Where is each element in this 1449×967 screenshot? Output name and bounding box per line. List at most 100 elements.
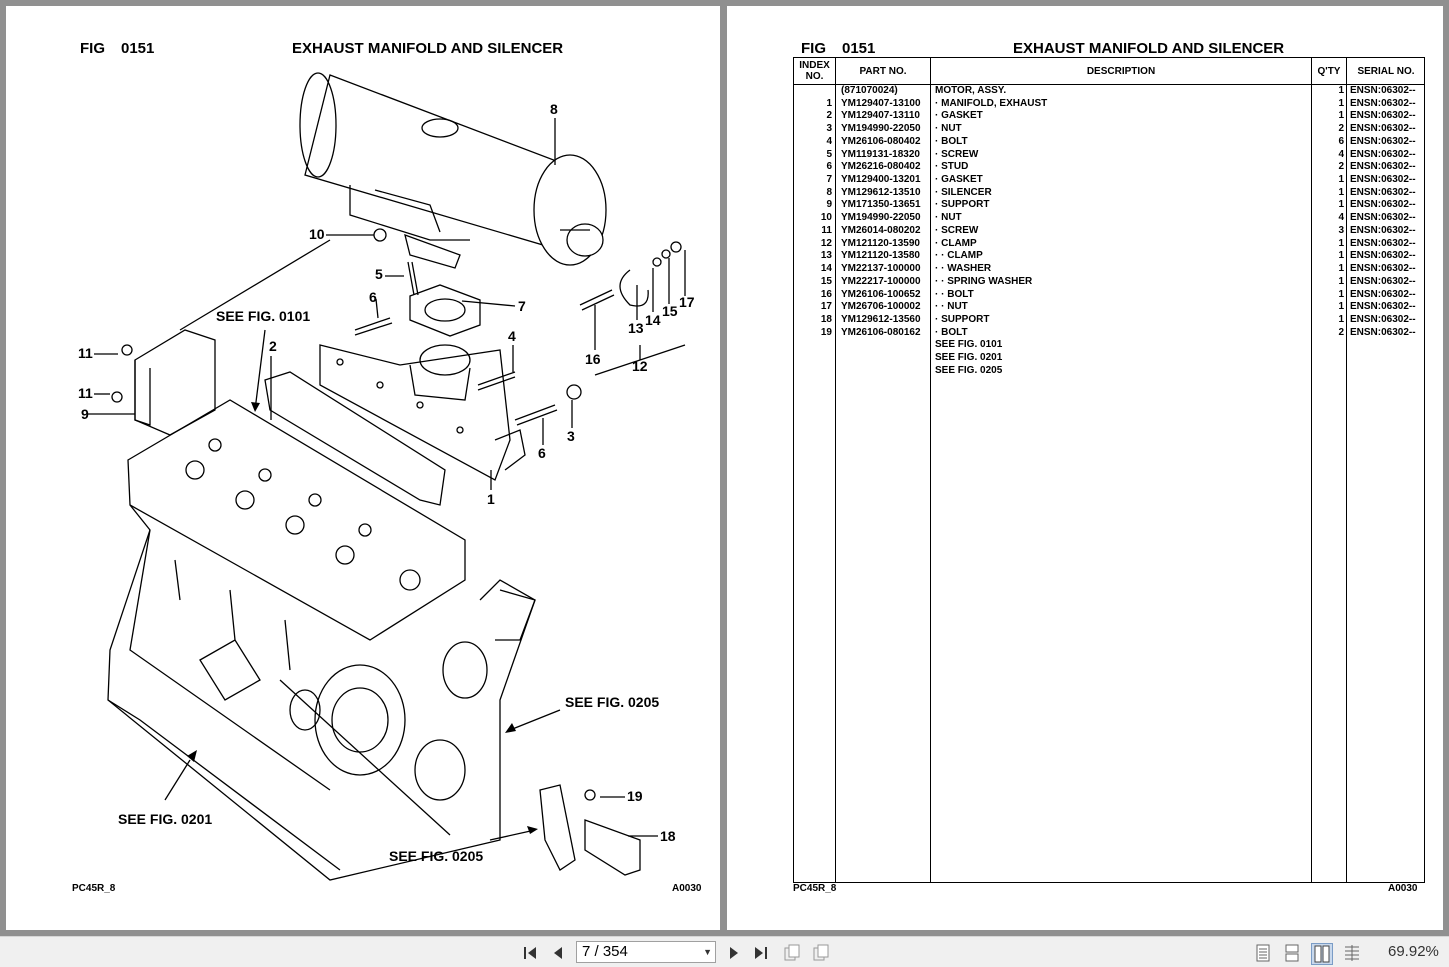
serial-cell: ENSN:06302--	[1350, 110, 1416, 122]
part-number-cell: (871070024)	[841, 85, 898, 96]
left-fig-number: 0151	[121, 40, 155, 57]
item-number-label: 11	[78, 345, 93, 361]
item-number-label: 14	[645, 312, 661, 328]
part-number-cell: YM26106-080402	[841, 135, 921, 147]
continuous-view-icon[interactable]	[1282, 943, 1302, 963]
description-cell: · STUD	[935, 161, 969, 173]
index-cell: 1	[826, 97, 832, 109]
part-number-cell: YM121120-13580	[841, 250, 920, 262]
description-cell: · · CLAMP	[935, 250, 983, 262]
qty-cell: 2	[1338, 123, 1344, 135]
part-number-cell: YM26106-100652	[841, 288, 921, 300]
right-fig-number: 0151	[842, 40, 876, 57]
column-header-serial: SERIAL NO.	[1357, 65, 1415, 77]
description-cell: · GASKET	[935, 174, 983, 186]
fit-width-icon[interactable]	[811, 943, 831, 963]
exhaust-manifold-drawing	[319, 344, 526, 481]
index-cell: 14	[820, 263, 832, 275]
qty-cell: 1	[1338, 275, 1344, 287]
serial-cell: ENSN:06302--	[1350, 313, 1416, 325]
right-page-title: EXHAUST MANIFOLD AND SILENCER	[1013, 40, 1285, 57]
item-number-label: 12	[632, 358, 648, 374]
item-number-label: 15	[662, 303, 678, 319]
index-cell: 12	[820, 237, 832, 249]
qty-cell: 1	[1338, 301, 1344, 313]
qty-cell: 4	[1338, 148, 1344, 160]
qty-cell: 3	[1338, 224, 1344, 236]
index-cell: 4	[826, 135, 832, 147]
qty-cell: 1	[1338, 288, 1344, 300]
description-cell: · BOLT	[935, 326, 968, 338]
description-cell: · SCREW	[935, 148, 979, 160]
right-footer-model: PC45R_8	[793, 883, 837, 894]
pdf-viewer-toolbar: 7 / 354 ▼ 69.92%	[0, 936, 1449, 967]
item-number-label: 19	[627, 788, 643, 804]
serial-cell: ENSN:06302--	[1350, 301, 1416, 313]
serial-cell: ENSN:06302--	[1350, 199, 1416, 211]
index-cell: 7	[826, 174, 832, 186]
last-page-icon[interactable]	[751, 943, 771, 963]
description-cell: · NUT	[935, 212, 962, 224]
next-page-icon[interactable]	[724, 943, 744, 963]
right-document-page	[727, 6, 1443, 930]
column-header-description: DESCRIPTION	[1086, 65, 1156, 77]
description-cell: · SCREW	[935, 224, 979, 236]
see-fig-0201-callout: SEE FIG. 0201	[118, 811, 213, 827]
item-number-label: 10	[309, 226, 325, 242]
qty-cell: 2	[1338, 161, 1344, 173]
qty-cell: 4	[1338, 212, 1344, 224]
description-cell: · · SPRING WASHER	[935, 275, 1033, 287]
serial-cell: ENSN:06302--	[1350, 288, 1416, 300]
index-cell: 18	[820, 313, 832, 325]
item-number-label: 2	[269, 338, 277, 354]
qty-cell: 1	[1338, 199, 1344, 211]
chevron-down-icon[interactable]: ▼	[703, 947, 712, 957]
description-cell: · BOLT	[935, 135, 968, 147]
part-number-cell: YM194990-22050	[841, 212, 921, 224]
serial-cell: ENSN:06302--	[1350, 212, 1416, 224]
zoom-level[interactable]: 69.92%	[1388, 943, 1439, 960]
left-footer-code: A0030	[672, 883, 702, 894]
fit-page-icon[interactable]	[782, 943, 802, 963]
serial-cell: ENSN:06302--	[1350, 123, 1416, 135]
see-fig-0205-callout: SEE FIG. 0205	[389, 848, 484, 864]
serial-cell: ENSN:06302--	[1350, 224, 1416, 236]
parts-list-table: INDEX NO. PART NO. DESCRIPTION Q'TY SERI…	[793, 57, 1425, 883]
part-number-cell: YM121120-13590	[841, 237, 920, 249]
engine-block-drawing	[107, 399, 536, 881]
table-row: SEE FIG. 0201	[794, 352, 1424, 365]
item-number-label: 8	[550, 101, 558, 117]
part-number-cell: YM26216-080402	[841, 161, 921, 173]
serial-cell: ENSN:06302--	[1350, 263, 1416, 275]
item-number-label: 5	[375, 266, 383, 282]
description-cell: · CLAMP	[935, 237, 977, 249]
part-number-cell: YM194990-22050	[841, 123, 921, 135]
two-page-continuous-view-icon[interactable]	[1342, 943, 1362, 963]
part-number-cell: YM22217-100000	[841, 275, 921, 287]
index-cell: 16	[820, 288, 832, 300]
two-page-view-icon[interactable]	[1311, 943, 1333, 965]
single-page-view-icon[interactable]	[1253, 943, 1273, 963]
left-fig-label: FIG	[80, 40, 105, 57]
description-cell: · NUT	[935, 123, 962, 135]
qty-cell: 1	[1338, 250, 1344, 262]
item-number-label: 4	[508, 328, 516, 344]
serial-cell: ENSN:06302--	[1350, 161, 1416, 173]
description-cell: · MANIFOLD, EXHAUST	[935, 97, 1048, 109]
page-number-field[interactable]: 7 / 354 ▼	[576, 941, 716, 963]
item-number-label: 16	[585, 351, 601, 367]
description-cell: SEE FIG. 0101	[935, 339, 1003, 351]
previous-page-icon[interactable]	[548, 943, 568, 963]
first-page-icon[interactable]	[520, 943, 540, 963]
part-number-cell: YM26014-080202	[841, 224, 921, 236]
item-number-label: 6	[538, 445, 546, 461]
